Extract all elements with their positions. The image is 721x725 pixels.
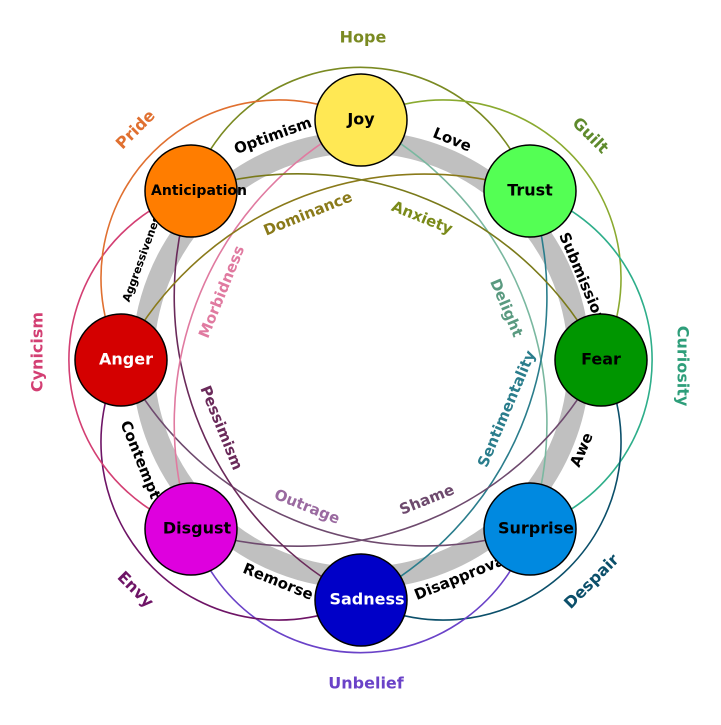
outrage-arc bbox=[120, 359, 531, 547]
despair-arc bbox=[360, 359, 622, 621]
emotion-joy: Joy bbox=[314, 73, 408, 167]
anger-circle bbox=[74, 313, 168, 407]
emotion-trust: Trust bbox=[483, 144, 577, 238]
anger-label: Anger bbox=[99, 350, 153, 369]
trust-label: Trust bbox=[507, 181, 553, 200]
emotion-anticipation: Anticipation bbox=[144, 144, 247, 238]
sentimentality-arc bbox=[360, 190, 548, 601]
envy-label: Envy bbox=[114, 567, 158, 611]
sadness-circle bbox=[314, 553, 408, 647]
guilt-label: Guilt bbox=[569, 113, 613, 157]
tertiary-dyad-labels: Delight Sentimentality Shame Outrage Pes… bbox=[195, 188, 539, 528]
delight-label: Delight bbox=[486, 276, 527, 340]
hope-label: Hope bbox=[340, 28, 387, 47]
cynicism-label: Cynicism bbox=[28, 312, 47, 392]
pride-arc bbox=[100, 99, 362, 361]
morbidness-label: Morbidness bbox=[195, 243, 248, 341]
guilt-arc bbox=[360, 99, 622, 361]
fear-circle bbox=[554, 313, 648, 407]
emotion-fear: Fear bbox=[554, 313, 648, 407]
unbelief-label: Unbelief bbox=[328, 674, 405, 693]
dominance-arc bbox=[120, 173, 531, 361]
fear-label: Fear bbox=[581, 350, 621, 369]
pessimism-arc bbox=[173, 190, 362, 601]
outrage-label: Outrage bbox=[272, 485, 343, 528]
unbelief-arc bbox=[190, 528, 531, 654]
surprise-circle bbox=[483, 482, 577, 576]
anxiety-label: Anxiety bbox=[389, 197, 455, 238]
secondary-dyad-arcs bbox=[68, 66, 653, 654]
pride-label: Pride bbox=[112, 106, 159, 153]
trust-circle bbox=[483, 144, 577, 238]
emotion-surprise: Surprise bbox=[483, 482, 577, 576]
anxiety-arc bbox=[190, 173, 602, 361]
morbidness-arc bbox=[173, 119, 362, 530]
envy-arc bbox=[100, 359, 362, 621]
cynicism-arc bbox=[68, 190, 192, 530]
despair-label: Despair bbox=[560, 550, 623, 613]
emotion-nodes: Joy Trust Fear Surprise Sadness Disgust … bbox=[74, 73, 648, 647]
emotion-sadness: Sadness bbox=[314, 553, 408, 647]
delight-arc bbox=[360, 119, 548, 530]
sentimentality-label: Sentimentality bbox=[474, 348, 539, 470]
curiosity-arc bbox=[529, 190, 653, 530]
curiosity-label: Curiosity bbox=[674, 326, 693, 407]
disgust-circle bbox=[144, 482, 238, 576]
surprise-label: Surprise bbox=[498, 519, 574, 538]
hope-arc bbox=[190, 66, 531, 192]
joy-label: Joy bbox=[346, 110, 375, 129]
emotion-anger: Anger bbox=[74, 313, 168, 407]
sadness-label: Sadness bbox=[329, 590, 404, 609]
disgust-label: Disgust bbox=[163, 519, 232, 538]
joy-circle bbox=[314, 73, 408, 167]
anticipation-label: Anticipation bbox=[151, 183, 247, 199]
pessimism-label: Pessimism bbox=[196, 383, 246, 473]
emotion-disgust: Disgust bbox=[144, 482, 238, 576]
tertiary-dyad-arcs bbox=[120, 119, 602, 601]
shame-arc bbox=[190, 359, 602, 547]
shame-label: Shame bbox=[397, 480, 457, 518]
anticipation-circle bbox=[144, 144, 238, 238]
